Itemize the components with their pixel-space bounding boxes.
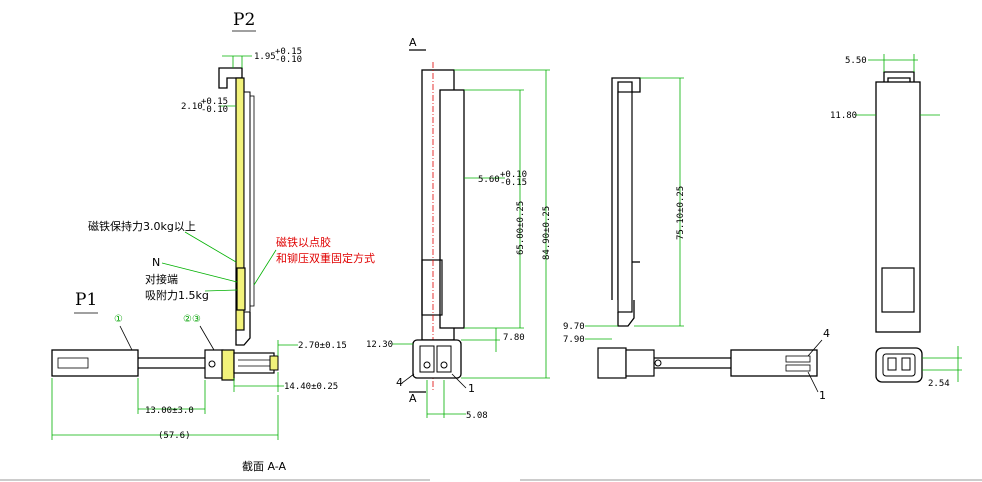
leader-magnet-hold	[184, 231, 237, 263]
section-mark-a-top: A	[409, 36, 417, 49]
connector-tip	[269, 355, 279, 371]
p2-magnet	[236, 267, 246, 311]
right-bottom-link	[617, 300, 635, 327]
right-p1-slot-1	[785, 355, 811, 363]
front-pin-block-2	[436, 345, 452, 373]
leader-1	[119, 325, 133, 351]
dim-57-6: (57.6)	[158, 431, 191, 441]
rear-magnet	[881, 267, 915, 313]
dim-12-30: 12.30	[366, 340, 393, 350]
dim-84-90: 84.90±0.25	[542, 206, 552, 260]
dim-9-70: 9.70	[563, 322, 585, 332]
leader-pin4-front	[401, 373, 415, 384]
dim-7-90: 7.90	[563, 335, 585, 345]
pin-label-1-right: 1	[819, 389, 826, 402]
dim-5-60: 5.60	[478, 175, 500, 185]
dim-1-95-tol-dn: -0.10	[275, 55, 302, 65]
front-plate	[439, 89, 465, 329]
dim-13-00: 13.00±3.0	[145, 406, 194, 416]
pin-label-4-front: 4	[396, 376, 403, 389]
leader-n	[161, 262, 238, 283]
rear-connector	[875, 347, 923, 383]
right-hook	[611, 77, 641, 300]
p2-bottom-link	[235, 312, 251, 346]
note-glue-2: 和铆压双重固定方式	[276, 251, 375, 265]
right-connector-b	[625, 349, 655, 377]
leader-pin1-front	[451, 373, 467, 389]
front-magnet	[421, 259, 443, 316]
dim-2-10: 2.10	[181, 102, 203, 112]
section-mark-a-bot: A	[409, 392, 417, 405]
dim-14-40: 14.40±0.25	[284, 382, 338, 392]
connector-yellow-part	[221, 349, 235, 381]
front-pin-block-1	[419, 345, 435, 373]
dim-5-60-tol-dn: -0.15	[500, 178, 527, 188]
right-connector-a	[597, 347, 627, 379]
label-p2: P2	[233, 10, 255, 30]
label-p1: P1	[75, 290, 97, 310]
dim-2-70: 2.70±0.15	[298, 341, 347, 351]
dim-2-10-tol-up: +0.15	[201, 97, 228, 107]
dim-65-00: 65.00±0.25	[516, 201, 526, 255]
dim-5-50: 5.50	[845, 56, 867, 66]
connector-hole	[208, 360, 216, 368]
dim-11-80: 11.80	[830, 111, 857, 121]
p1-slot	[57, 357, 89, 369]
front-pin-2	[440, 361, 448, 369]
right-p1-slot-2	[785, 364, 811, 372]
note-n: N	[152, 256, 160, 269]
note-mating-end: 对接端	[145, 272, 178, 286]
rear-pin-1	[887, 357, 897, 371]
leader-suction	[204, 289, 238, 292]
dim-75-10: 75.10±0.25	[676, 186, 686, 240]
view-side-right: 4 1 75.10±0.25 9.70 7.90	[563, 77, 830, 402]
rear-body	[875, 81, 921, 333]
leader-glue	[253, 249, 277, 286]
p2-edge	[249, 95, 255, 307]
note-magnet-hold: 磁铁保持力3.0kg以上	[88, 219, 196, 233]
section-caption: 截面 A-A	[242, 459, 287, 473]
dim-2-10-tol-dn: -0.10	[201, 105, 228, 115]
right-strip	[617, 91, 633, 313]
right-connector-hole	[654, 359, 662, 367]
pin-label-1-front: 1	[468, 382, 475, 395]
right-p1-housing	[730, 349, 818, 377]
leader-2-3	[199, 325, 215, 351]
dim-1-95: 1.95	[254, 52, 276, 62]
note-glue-1: 磁铁以点胶	[276, 235, 331, 249]
connector-plate	[233, 352, 275, 374]
p1-housing	[51, 349, 139, 377]
connector-housing	[204, 349, 224, 379]
callout-2-3: ②③	[183, 314, 201, 325]
view-side-p1-p2: P2 P1 ① ②③ 磁铁保持力3.0kg以上	[51, 10, 375, 441]
dim-5-08: 5.08	[466, 411, 488, 421]
front-pin-1	[423, 361, 431, 369]
rear-connector-inner	[882, 353, 916, 377]
dim-1-95-tol-up: +0.15	[275, 47, 302, 57]
leader-pin1-right	[807, 371, 819, 393]
view-front-section: A A 4 1 5.60 +0.10 -0.15 65.00±0.25 84.9…	[242, 36, 552, 473]
pin-label-4-right: 4	[823, 327, 830, 340]
view-rear: 5.50 11.80 2.54	[830, 54, 962, 389]
dim-7-80: 7.80	[503, 333, 525, 343]
callout-1: ①	[114, 314, 123, 325]
note-suction: 吸附力1.5kg	[145, 288, 209, 302]
leader-pin4-right	[807, 339, 823, 357]
rear-pin-2	[901, 357, 911, 371]
dim-5-60-tol-up: +0.10	[500, 170, 527, 180]
dim-2-54: 2.54	[928, 379, 950, 389]
